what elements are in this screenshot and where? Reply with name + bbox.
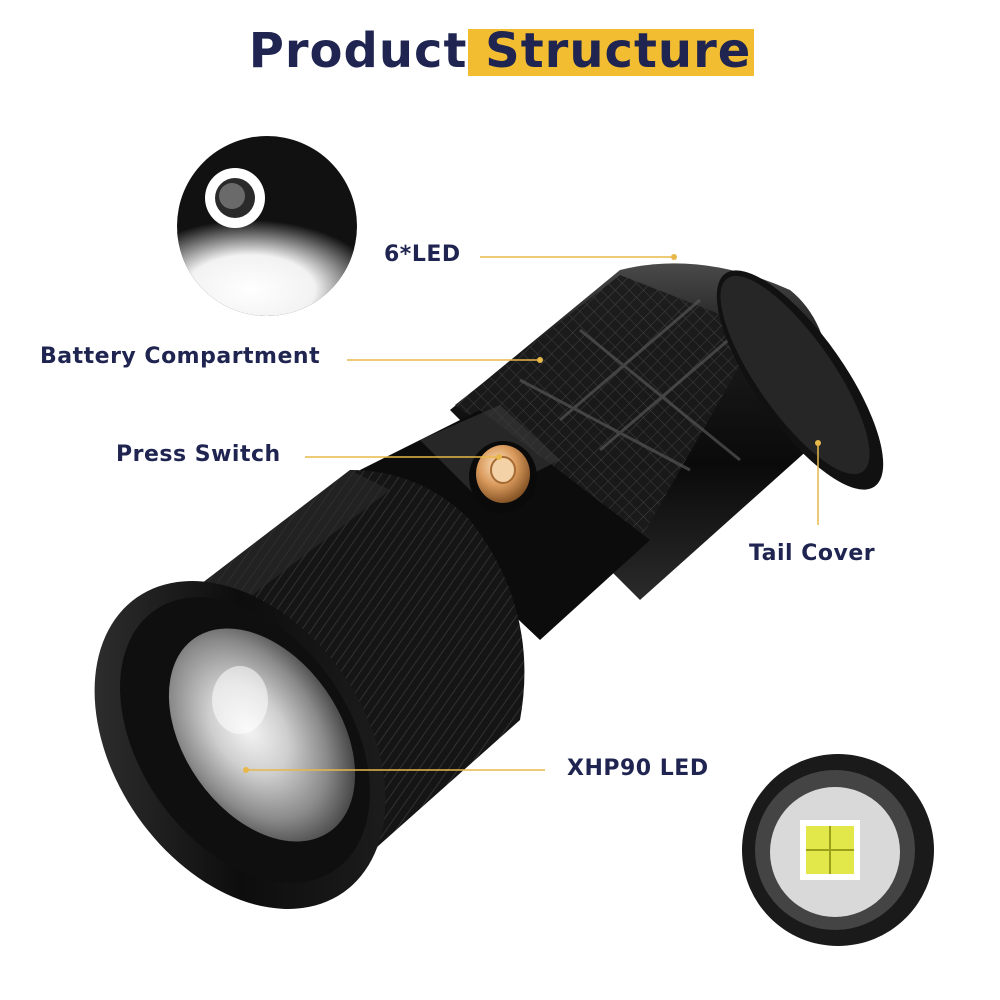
title-highlight-bar	[468, 29, 754, 76]
led-ring-inset	[177, 136, 357, 316]
press-switch-button	[469, 441, 537, 513]
callout-dot-xhp90	[243, 767, 249, 773]
xhp90-chip-inset	[742, 754, 934, 946]
callout-lines	[243, 254, 821, 773]
label-press-switch: Press Switch	[116, 442, 281, 467]
zoom-head	[180, 470, 525, 880]
callout-dot-tail	[815, 440, 821, 446]
callout-dot-led	[671, 254, 677, 260]
label-6-led: 6*LED	[384, 242, 461, 267]
label-xhp90-led: XHP90 LED	[567, 756, 709, 781]
lens	[168, 628, 356, 842]
page-title: Product Structure	[248, 23, 752, 79]
tail-cap	[716, 270, 884, 490]
callout-dot-switch	[496, 454, 502, 460]
label-battery-compartment: Battery Compartment	[40, 344, 321, 369]
callout-dot-battery	[537, 357, 543, 363]
label-tail-cover: Tail Cover	[749, 541, 876, 566]
